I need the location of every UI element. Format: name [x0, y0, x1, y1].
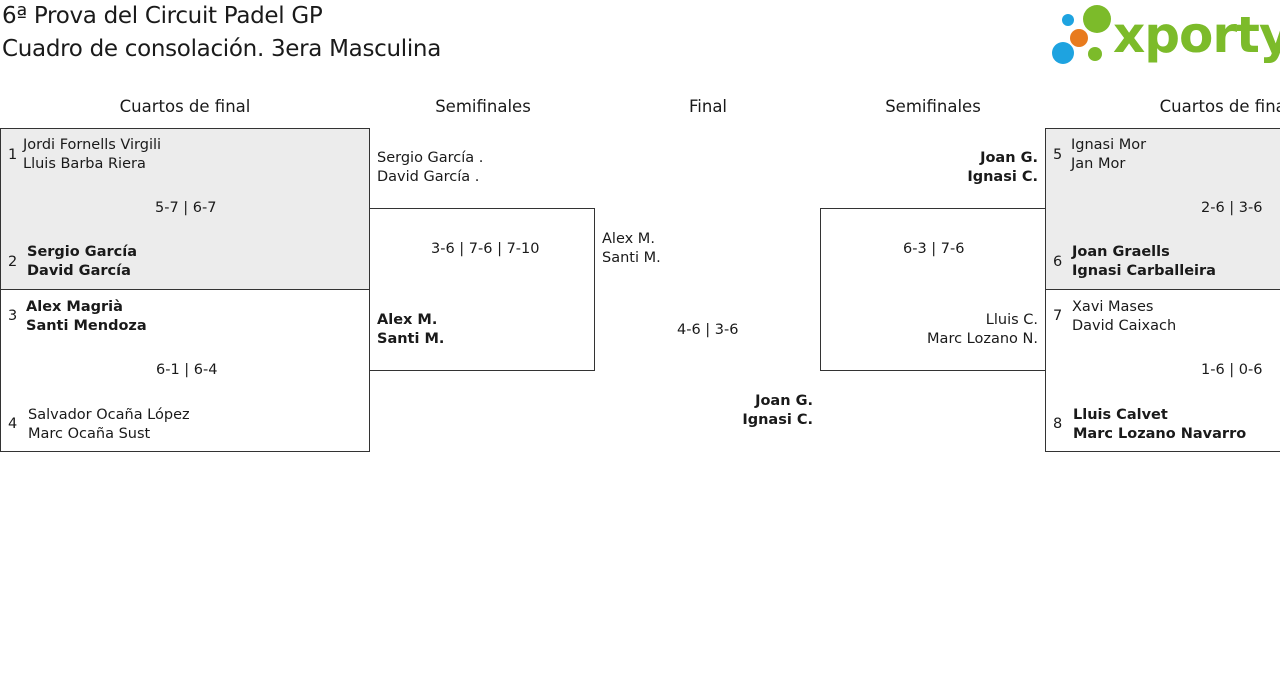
winner-name: Sergio García	[27, 244, 137, 260]
page-subtitle: Cuadro de consolación. 3era Masculina	[2, 36, 442, 62]
logo-dot-blue-small	[1062, 14, 1074, 26]
column-header-sf-right: Semifinales	[885, 97, 981, 116]
qf-right-match-2: 7 Xavi Mases David Caixach 1-6 | 0-6 8 L…	[1045, 289, 1280, 452]
column-header-sf-left: Semifinales	[435, 97, 531, 116]
player-name: Lluis Barba Riera	[23, 156, 146, 172]
seed-number: 6	[1053, 254, 1063, 270]
column-header-qf-right: Cuartos de final	[1159, 97, 1280, 116]
match-score: 3-6 | 7-6 | 7-10	[431, 241, 540, 257]
seed-number: 1	[8, 147, 18, 163]
sf-right-team-a-player: Ignasi C.	[967, 169, 1038, 185]
winner-name: Santi Mendoza	[26, 318, 147, 334]
player-name: Marc Ocaña Sust	[28, 426, 151, 442]
match-score: 5-7 | 6-7	[155, 200, 217, 216]
match-score: 6-1 | 6-4	[156, 362, 218, 378]
sf-right-team-a-player: Joan G.	[980, 150, 1038, 166]
player-name: David Caixach	[1072, 318, 1177, 334]
winner-name: Ignasi Carballeira	[1072, 263, 1216, 279]
sf-left-team-a-player: David García .	[377, 169, 480, 185]
sf-left-team-a-player: Sergio García .	[377, 150, 484, 166]
page-title: 6ª Prova del Circuit Padel GP	[2, 3, 323, 29]
winner-name: Alex M.	[377, 312, 438, 328]
qf-right-match-1: 5 Ignasi Mor Jan Mor 2-6 | 3-6 6 Joan Gr…	[1045, 128, 1280, 290]
seed-number: 4	[8, 416, 18, 432]
winner-name: Alex Magrià	[26, 299, 123, 315]
seed-number: 3	[8, 308, 18, 324]
winner-name: Joan Graells	[1072, 244, 1170, 260]
logo-dot-orange	[1070, 29, 1088, 47]
column-header-final: Final	[688, 97, 728, 116]
match-score: 2-6 | 3-6	[1201, 200, 1263, 216]
player-name: Jan Mor	[1071, 156, 1126, 172]
final-team-a-player: Alex M.	[602, 231, 655, 247]
winner-name: Santi M.	[377, 331, 445, 347]
qf-left-match-2: 3 Alex Magrià Santi Mendoza 6-1 | 6-4 4 …	[0, 289, 370, 452]
champion-name: Joan G.	[755, 393, 813, 409]
player-name: Salvador Ocaña López	[28, 407, 190, 423]
player-name: Marc Lozano N.	[927, 331, 1038, 347]
final-score: 4-6 | 3-6	[677, 322, 739, 338]
player-name: Jordi Fornells Virgili	[23, 137, 162, 153]
sf-left-bracket: 3-6 | 7-6 | 7-10 Alex M. Santi M.	[369, 208, 595, 371]
player-name: Xavi Mases	[1072, 299, 1154, 315]
match-score: 1-6 | 0-6	[1201, 362, 1263, 378]
player-name: Ignasi Mor	[1071, 137, 1147, 153]
seed-number: 8	[1053, 416, 1063, 432]
winner-name: David García	[27, 263, 131, 279]
seed-number: 5	[1053, 147, 1063, 163]
sf-right-bracket: 6-3 | 7-6 Lluis C. Marc Lozano N.	[820, 208, 1046, 371]
match-score: 6-3 | 7-6	[903, 241, 965, 257]
logo-dot-blue-large	[1052, 42, 1074, 64]
seed-number: 7	[1053, 308, 1063, 324]
seed-number: 2	[8, 254, 18, 270]
column-header-qf-left: Cuartos de final	[119, 97, 251, 116]
champion-name: Ignasi C.	[742, 412, 813, 428]
final-team-a-player: Santi M.	[602, 250, 661, 266]
logo-dot-green-small	[1088, 47, 1102, 61]
winner-name: Marc Lozano Navarro	[1073, 426, 1247, 442]
qf-left-match-1: 1 Jordi Fornells Virgili Lluis Barba Rie…	[0, 128, 370, 290]
logo-dot-green	[1083, 5, 1111, 33]
winner-name: Lluis Calvet	[1073, 407, 1168, 423]
xporty-logo: xporty	[1050, 4, 1280, 68]
logo-wordmark: xporty	[1113, 6, 1280, 64]
player-name: Lluis C.	[985, 312, 1038, 328]
